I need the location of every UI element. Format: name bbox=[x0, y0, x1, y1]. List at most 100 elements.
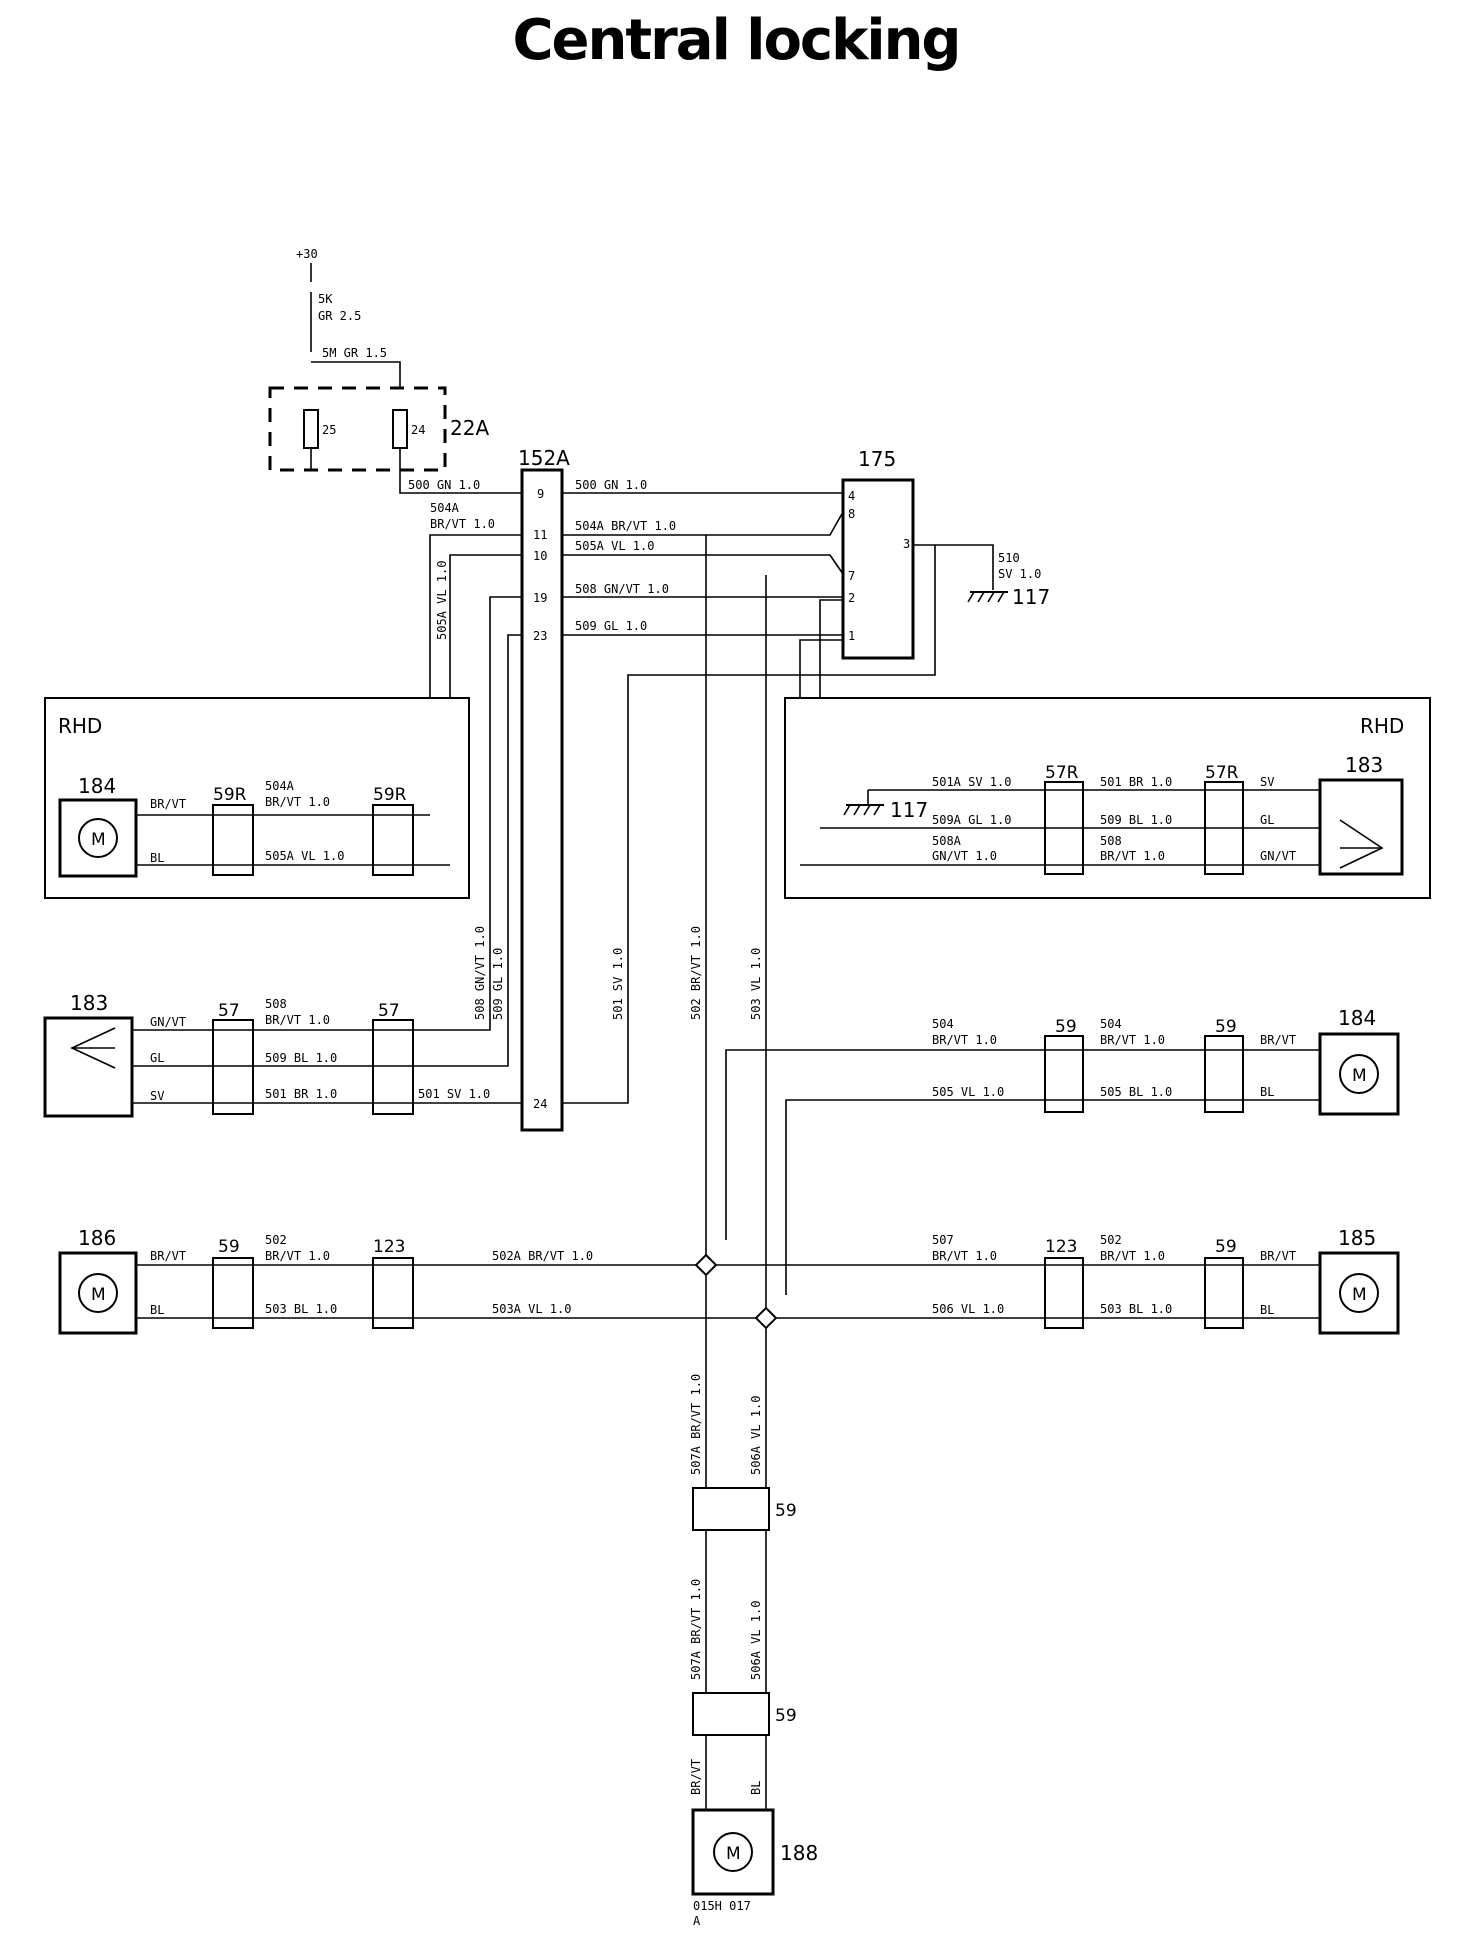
right-front-c1: BR/VT bbox=[1260, 1033, 1296, 1047]
right-rear-motor-symbol: M bbox=[1352, 1285, 1367, 1305]
rhd-left-conn-b-id: 59R bbox=[373, 785, 407, 805]
right-front-w1: 504 bbox=[932, 1017, 954, 1031]
left-switch-c3: SV bbox=[150, 1089, 164, 1103]
rhd-left-conn-b bbox=[372, 804, 414, 876]
ground-117-top: 510 SV 1.0 117 bbox=[913, 544, 1050, 609]
rhd-right-ground-id: 117 bbox=[890, 798, 928, 822]
rhd-right-w4: 501 BR 1.0 bbox=[1100, 775, 1172, 789]
rhd-right-w3b: GN/VT 1.0 bbox=[932, 849, 997, 863]
wire-504a-right: 504A BR/VT 1.0 bbox=[575, 519, 676, 533]
fuse-25-label: 25 bbox=[322, 423, 336, 437]
rhd-right-switch-id: 183 bbox=[1345, 753, 1383, 777]
right-rear-w1: 507 bbox=[932, 1233, 954, 1247]
rhd-left-w1b: BR/VT 1.0 bbox=[265, 795, 330, 809]
wire-500-left: 500 GN 1.0 bbox=[408, 478, 480, 492]
tailgate-motor bbox=[691, 1808, 775, 1896]
left-rear-w2: 503 BL 1.0 bbox=[265, 1302, 337, 1316]
vlabel-508: 508 GN/VT 1.0 bbox=[473, 926, 487, 1020]
rhd-left-conn-a bbox=[212, 804, 254, 876]
left-rear-w3: 502A BR/VT 1.0 bbox=[492, 1249, 593, 1263]
rhd-right-c3: GN/VT bbox=[1260, 849, 1296, 863]
left-switch-c1: GN/VT bbox=[150, 1015, 186, 1029]
rhd-left-motor bbox=[58, 798, 138, 878]
right-front-w2: 505 VL 1.0 bbox=[932, 1085, 1004, 1099]
rhd-right-c1: SV bbox=[1260, 775, 1274, 789]
figure-ref: 015H 017 bbox=[693, 1899, 751, 1913]
tailgate-v3: 507A BR/VT 1.0 bbox=[689, 1579, 703, 1680]
left-rear-w1: 502 bbox=[265, 1233, 287, 1247]
left-switch-conn-a-id: 57 bbox=[218, 1001, 240, 1021]
right-rear-conn-a bbox=[1044, 1257, 1084, 1329]
rhd-right-w5: 509 BL 1.0 bbox=[1100, 813, 1172, 827]
pin-10: 10 bbox=[533, 549, 547, 563]
left-switch-conn-b-id: 57 bbox=[378, 1001, 400, 1021]
left-switch-id: 183 bbox=[70, 991, 108, 1015]
rhd-left-tag: RHD bbox=[58, 714, 102, 738]
rhd-right-w3: 508A bbox=[932, 834, 962, 848]
fuse-24-label: 24 bbox=[411, 423, 425, 437]
module-pin-1: 1 bbox=[848, 629, 855, 643]
right-front-w4: 505 BL 1.0 bbox=[1100, 1085, 1172, 1099]
vlabel-503: 503 VL 1.0 bbox=[749, 948, 763, 1020]
left-switch-conn-b bbox=[372, 1019, 414, 1115]
connector-152a: 152A 9 11 10 19 23 24 bbox=[518, 446, 570, 1132]
fusebox-id: 22A bbox=[450, 416, 489, 440]
tailgate-c2: BL bbox=[749, 1781, 763, 1795]
module-175: 175 4 8 7 2 1 3 bbox=[841, 447, 915, 660]
right-rear-w1b: BR/VT 1.0 bbox=[932, 1249, 997, 1263]
rhd-right-w6b: BR/VT 1.0 bbox=[1100, 849, 1165, 863]
tailgate-v4: 506A VL 1.0 bbox=[749, 1601, 763, 1680]
fuse-24 bbox=[392, 409, 408, 449]
left-switch-group: 183 GN/VT GL SV 57 57 508 BR/VT 1.0 509 … bbox=[43, 991, 522, 1118]
left-switch-c2: GL bbox=[150, 1051, 164, 1065]
rhd-left-c1: BR/VT bbox=[150, 797, 186, 811]
rhd-left-w2: 505A VL 1.0 bbox=[265, 849, 344, 863]
pin-24: 24 bbox=[533, 1097, 547, 1111]
rhd-right-conn-b-id: 57R bbox=[1205, 763, 1239, 783]
pin-11: 11 bbox=[533, 528, 547, 542]
left-switch-w2: 509 BL 1.0 bbox=[265, 1051, 337, 1065]
module-175-body bbox=[841, 478, 915, 660]
rhd-left-w1: 504A bbox=[265, 779, 295, 793]
rhd-left-group: RHD 184 M BR/VT BL 59R 59R 504A BR/VT 1.… bbox=[44, 697, 470, 899]
rhd-right-switch bbox=[1318, 778, 1404, 876]
fusebox-outline bbox=[268, 386, 447, 472]
ground-117-id: 117 bbox=[1012, 585, 1050, 609]
vlabel-505a: 505A VL 1.0 bbox=[435, 561, 449, 640]
rhd-right-c2: GL bbox=[1260, 813, 1274, 827]
wire-504a-left-2: BR/VT 1.0 bbox=[430, 517, 495, 531]
right-front-motor-id: 184 bbox=[1338, 1006, 1376, 1030]
right-front-w3: 504 bbox=[1100, 1017, 1122, 1031]
right-rear-w2: 506 VL 1.0 bbox=[932, 1302, 1004, 1316]
rhd-right-group: RHD 183 57R 57R 117 501A SV 1.0 509A GL … bbox=[784, 697, 1431, 899]
right-rear-motor-id: 185 bbox=[1338, 1226, 1376, 1250]
right-rear-c1: BR/VT bbox=[1260, 1249, 1296, 1263]
right-rear-w3: 502 bbox=[1100, 1233, 1122, 1247]
left-rear-c2: BL bbox=[150, 1303, 164, 1317]
wire-5m-label: 5M GR 1.5 bbox=[322, 346, 387, 360]
left-rear-conn-a bbox=[212, 1257, 254, 1329]
right-rear-conn-b bbox=[1204, 1257, 1244, 1329]
rhd-left-motor-symbol: M bbox=[91, 830, 106, 850]
left-rear-conn-b-id: 123 bbox=[373, 1237, 405, 1257]
vlabel-509: 509 GL 1.0 bbox=[491, 948, 505, 1020]
module-175-id: 175 bbox=[858, 447, 896, 471]
right-front-motor bbox=[1318, 1032, 1400, 1116]
left-switch-w4: 501 SV 1.0 bbox=[418, 1087, 490, 1101]
tailgate-conn-a-id: 59 bbox=[775, 1501, 797, 1521]
left-rear-motor-id: 186 bbox=[78, 1226, 116, 1250]
rhd-right-conn-a-id: 57R bbox=[1045, 763, 1079, 783]
left-rear-c1: BR/VT bbox=[150, 1249, 186, 1263]
module-pin-3: 3 bbox=[903, 537, 910, 551]
wire-509-right: 509 GL 1.0 bbox=[575, 619, 647, 633]
vlabel-501: 501 SV 1.0 bbox=[611, 948, 625, 1020]
right-front-motor-symbol: M bbox=[1352, 1066, 1367, 1086]
right-rear-c2: BL bbox=[1260, 1303, 1274, 1317]
tailgate-motor-symbol: M bbox=[726, 1844, 741, 1864]
wire-504a-left-1: 504A bbox=[430, 501, 460, 515]
tailgate-conn-a bbox=[692, 1487, 770, 1531]
connector-152a-body bbox=[520, 468, 564, 1132]
junction-503 bbox=[754, 1306, 778, 1330]
left-rear-w1b: BR/VT 1.0 bbox=[265, 1249, 330, 1263]
